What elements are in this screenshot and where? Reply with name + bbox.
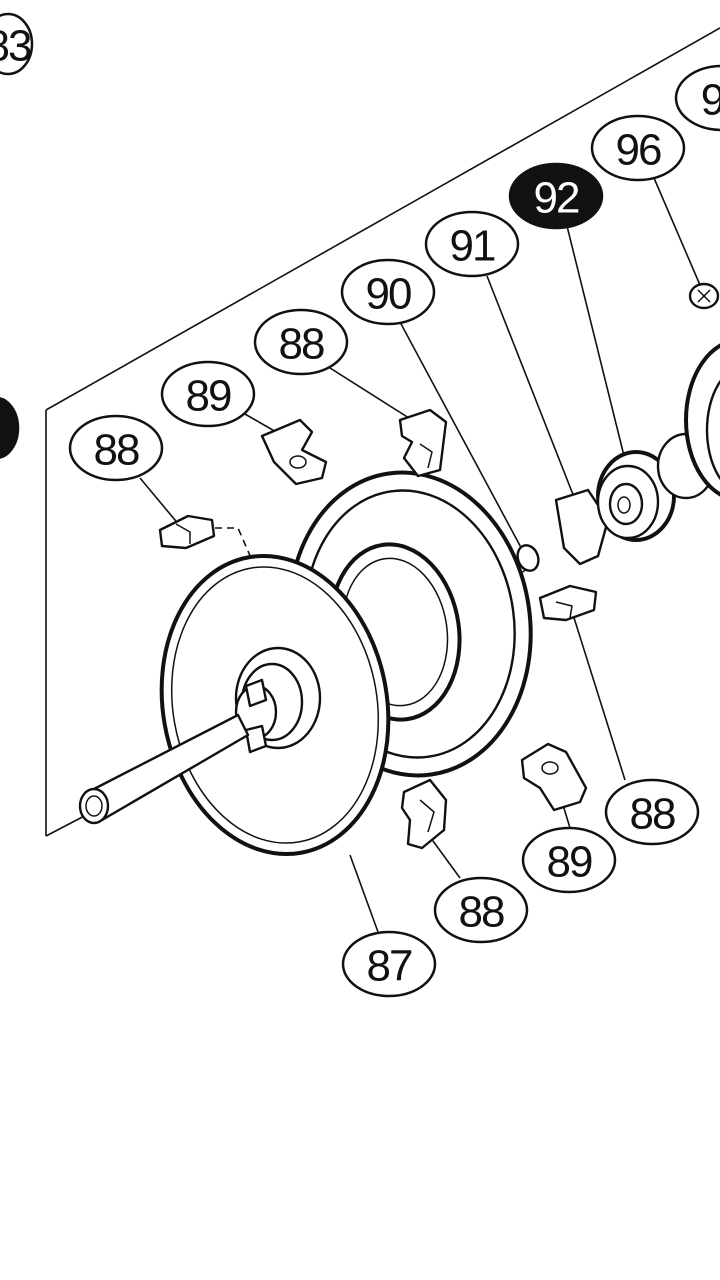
- svg-text:90: 90: [366, 270, 411, 319]
- callout-89-upper: 89: [160, 360, 256, 428]
- svg-text:92: 92: [534, 174, 579, 223]
- clip-88-bottom: [400, 778, 448, 850]
- clip-89-top: [260, 418, 328, 486]
- svg-text:88: 88: [279, 320, 324, 369]
- callout-88-right: 88: [604, 778, 700, 846]
- spool-87: [78, 554, 391, 856]
- svg-text:9: 9: [701, 76, 720, 125]
- clip-88-right: [538, 584, 598, 622]
- callout-97: 9: [674, 64, 720, 132]
- screw-96: [688, 282, 720, 310]
- svg-text:88: 88: [630, 790, 675, 839]
- washer-90: [516, 544, 540, 572]
- callout-left-filled: [0, 397, 20, 459]
- gear-partial: [684, 343, 720, 497]
- callout-83: 83: [0, 12, 34, 76]
- callout-91: 91: [424, 210, 520, 278]
- clip-88-top: [398, 408, 448, 478]
- callout-88-left: 88: [68, 414, 164, 482]
- clip-89-bottom: [520, 742, 588, 812]
- svg-text:87: 87: [367, 942, 412, 991]
- bearing-92: [596, 450, 676, 542]
- leader-lines: [139, 177, 701, 933]
- callout-88-lower: 88: [433, 876, 529, 944]
- svg-text:89: 89: [186, 372, 231, 421]
- svg-text:83: 83: [0, 22, 31, 71]
- callout-90: 90: [340, 258, 436, 326]
- callout-92: 92: [508, 162, 604, 230]
- svg-text:96: 96: [616, 126, 661, 175]
- svg-text:89: 89: [547, 838, 592, 887]
- svg-text:88: 88: [94, 426, 139, 475]
- callout-87: 87: [341, 930, 437, 998]
- callout-88-upper: 88: [253, 308, 349, 376]
- callout-89-lower: 89: [521, 826, 617, 894]
- key-91: [554, 488, 610, 566]
- clip-88-left: [158, 514, 216, 550]
- svg-text:88: 88: [459, 888, 504, 937]
- svg-text:91: 91: [450, 222, 495, 271]
- callout-96: 96: [590, 114, 686, 182]
